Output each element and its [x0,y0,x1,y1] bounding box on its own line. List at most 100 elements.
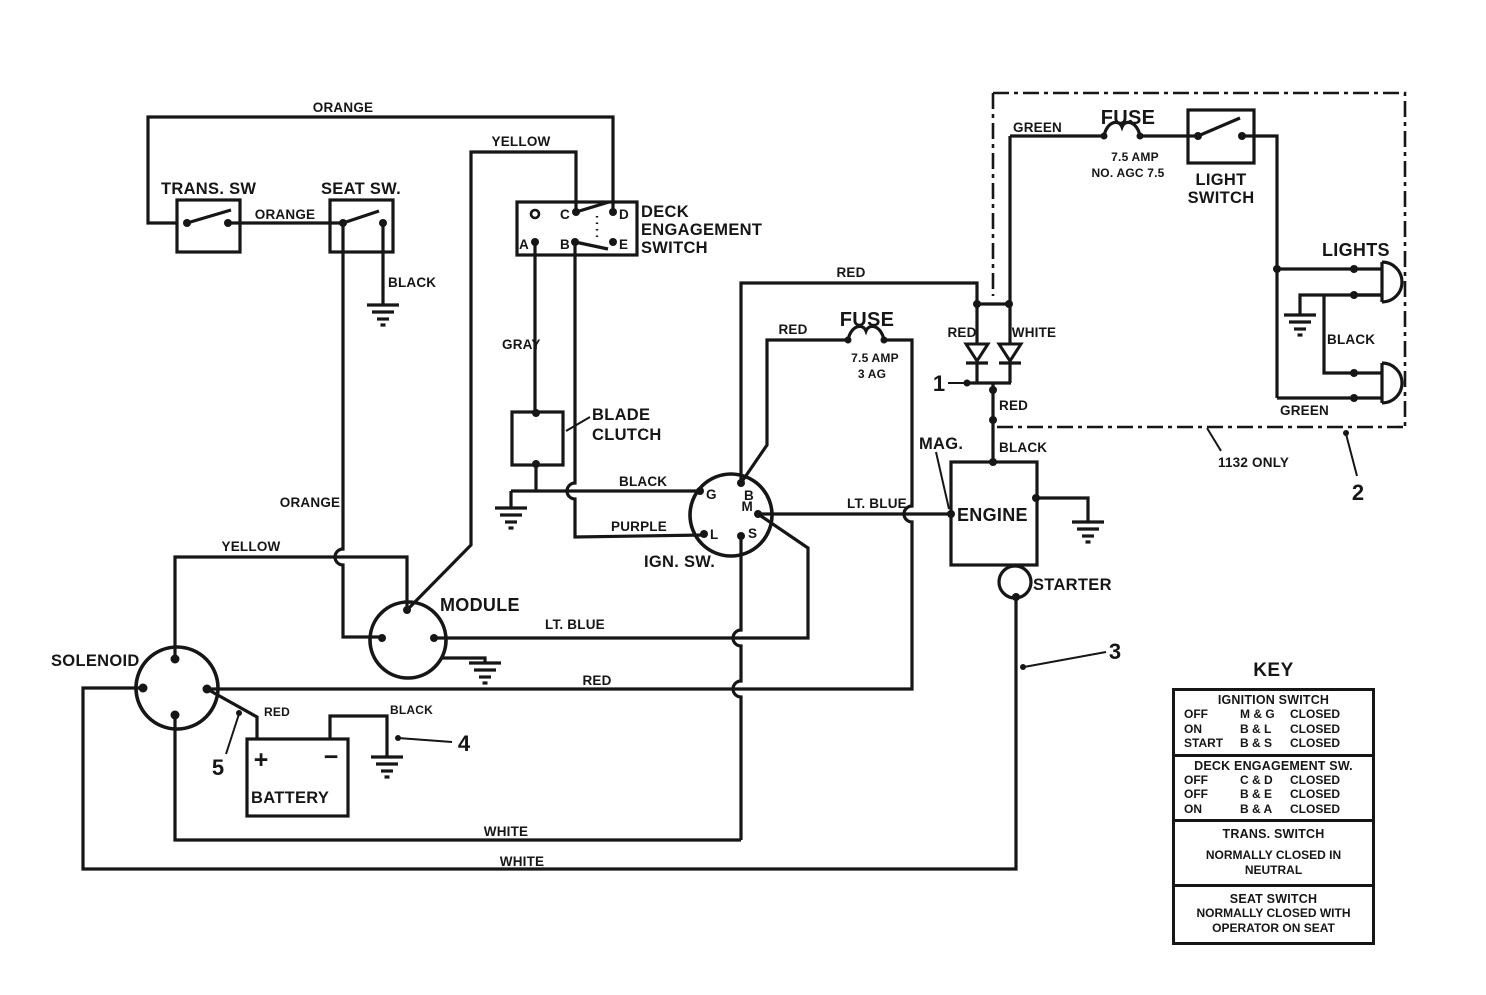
wire-red-battery [206,687,259,739]
key-note-line: NORMALLY CLOSED WITH [1196,906,1351,920]
callout-number: 4 [458,731,471,756]
component-label: LIGHT [1196,171,1247,189]
lamp-1-icon [1380,260,1404,304]
ignition-switch [688,472,774,558]
ground-icon [469,661,501,685]
deck-open-terminal [529,208,541,220]
wire-white-lower [81,598,1018,871]
wire-label: RED [582,673,611,688]
wire-label: PURPLE [611,519,667,534]
terminal-label: D [619,207,629,222]
solenoid [134,645,220,731]
component-label: ENGINE [957,505,1028,525]
key-section-header: DECK ENGAGEMENT SW. [1194,758,1353,773]
wire-label: BLACK [390,703,433,717]
component-label: SOLENOID [51,652,140,670]
terminal-label: L [710,527,718,542]
wire-ign-s-down [731,536,743,840]
terminal-label: G [706,487,717,502]
red-diode-icon [963,342,991,364]
wire-label: RED [264,705,290,719]
key-title: KEY [1253,660,1294,681]
wire-label: WHITE [500,854,545,869]
component-label: STARTER [1033,576,1112,594]
ground-icon [367,303,399,327]
wire-label: GREEN [1280,403,1329,418]
wire-label: ORANGE [313,100,373,115]
lamp-2-icon [1380,361,1404,405]
wire-diode-junction [967,363,1012,462]
key-note-line: OPERATOR ON SEAT [1212,920,1335,935]
ground-icon [495,506,527,530]
engine [947,458,1040,567]
wire-orange-down [333,223,382,639]
starter [997,564,1033,601]
wire-label: BLACK [388,275,436,290]
wire-red-top [739,281,979,483]
callout-4-pointer [397,737,453,743]
wire-black-battery [328,714,389,757]
wire-label: RED [778,322,807,337]
wire-label: GREEN [1013,120,1062,135]
blade-clutch [510,409,591,468]
wire-label: RED [947,325,976,340]
terminal-label: − [324,743,339,771]
terminal-label: + [254,746,269,774]
wire-label: BLACK [1327,332,1375,347]
white-diode-icon [996,342,1024,364]
component-label: SWITCH [1188,189,1255,207]
section-1132-border [991,91,1407,429]
note-1132-pointer [1206,427,1222,452]
component-label: FUSE [840,309,895,331]
wire-label: RED [999,398,1028,413]
wire-label: ORANGE [280,495,340,510]
ground-icon [1284,313,1316,337]
light-switch [1100,108,1256,165]
component-label: 7.5 AMP [1111,150,1159,164]
terminal-label: M [742,499,753,514]
callout-number: 2 [1352,480,1364,505]
component-label: 3 AG [858,367,886,381]
fuse-mid-symbol [846,324,886,341]
key-section-trans: TRANS. SWITCH NORMALLY CLOSED IN NEUTRAL [1175,819,1372,884]
component-label: DECK [641,203,689,221]
battery [245,737,350,818]
callout-number: 1 [933,371,945,396]
component-label: FUSE [1101,107,1156,129]
component-label: ENGAGEMENT [641,221,762,239]
callout-2-pointer [1345,433,1358,477]
terminal-label: S [748,526,757,541]
wire-purple [565,242,705,539]
component-label: SWITCH [641,239,708,257]
trans-switch [175,198,242,254]
wire-white-upper [173,715,741,842]
terminal-label: B [744,488,754,503]
wire-label: LT. BLUE [545,617,605,632]
wire-red-fuse-feed [739,338,848,484]
wire-yellow-mid [173,555,409,659]
callout-5-pointer [225,713,240,755]
ground-icon [371,755,403,779]
wire-label: WHITE [1012,325,1057,340]
wire-ltblue-module [434,512,810,640]
callout-number: 3 [1109,639,1121,664]
component-label: BATTERY [251,789,329,807]
component-label: NO. AGC 7.5 [1091,166,1164,180]
note-1132: 1132 ONLY [1218,455,1289,470]
wire-engine-ground [1036,496,1090,522]
wire-yellow-top [405,150,578,612]
key-section-seat: SEAT SWITCH NORMALLY CLOSED WITH OPERATO… [1175,884,1372,942]
wire-lightswitch-out [1242,134,1279,398]
wire-label: BLACK [619,474,667,489]
terminal-label: C [560,207,570,222]
lamps [1273,260,1404,405]
labels: ORANGE TRANS. SW SEAT SW. ORANGE YELLOW … [51,100,1390,869]
wires [81,115,1382,871]
wire-label: YELLOW [222,539,281,554]
